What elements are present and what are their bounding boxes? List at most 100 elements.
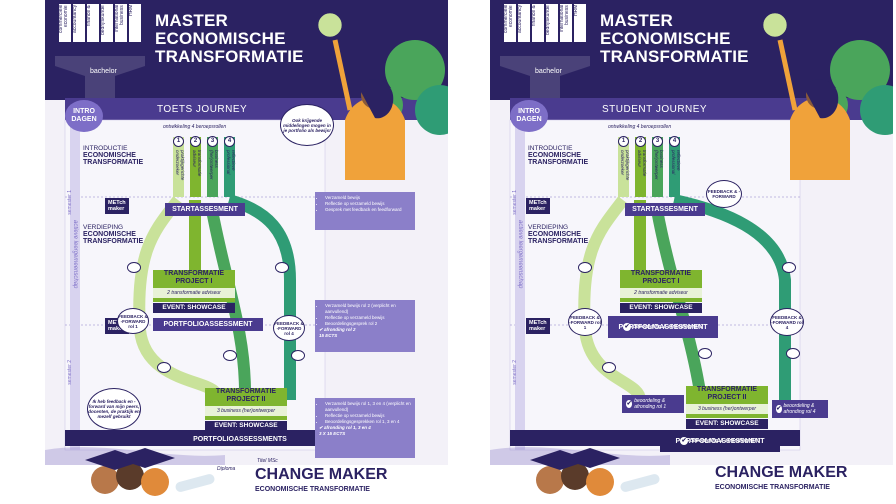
diploma-label: Diploma [217, 466, 236, 472]
development-label: ontwikkeling 4 beroepsrollen [163, 124, 227, 130]
role-2-number: 2 [190, 136, 201, 147]
bachelor-tab-4: bedrijfskunde [545, 4, 558, 42]
chat-icon-5 [786, 348, 800, 359]
portfolioassessment-2-bar: PORTFOLIOASSESSMENT ✔beoordeling & afron… [660, 430, 780, 452]
portfolio-1-ects: 15 ECTS [319, 333, 338, 338]
chat-icon-3 [157, 362, 171, 373]
feedback-rol4-bubble: FEEDBACK & -FORWARD rol 4 [770, 308, 804, 336]
feedback-speech-bubble: Ik heb feedback en -forward van mijn pee… [87, 388, 141, 430]
bachelor-tab-1: commerciële economie [58, 4, 71, 42]
bachelor-label: bachelor [535, 68, 562, 75]
page-title: MASTER ECONOMISCHE TRANSFORMATIE [600, 11, 749, 66]
portfolio-speech-bubble: Ook krijgende middelingen mogen in je po… [280, 104, 334, 146]
portfolio-2-notes: Verzameld bewijs rol 1, 3 en 4 (verplich… [315, 398, 415, 458]
chat-icon-4 [223, 350, 237, 361]
titel-msc-label: Titel MSc [257, 458, 278, 464]
portfolio-2-ects: 3 X 15 ECTS [319, 431, 346, 436]
semester-1-label: semester 1 [512, 190, 518, 215]
phase-introductie: INTRODUCTIE ECONOMISCHE TRANSFORMATIE [528, 145, 589, 166]
portfolio-1-notes: Verzameld bewijs rol 2 (verplicht en aan… [315, 300, 415, 352]
intro-dagen-badge: INTRO DAGEN [510, 100, 548, 132]
role-4-number: 4 [669, 136, 680, 147]
portfolioassessment-1-bar: PORTFOLIOASSESSMENT [153, 318, 263, 331]
showcase-1-bar: EVENT: SHOWCASE [620, 303, 702, 313]
development-label: ontwikkeling 4 beroepsrollen [608, 124, 672, 130]
semester-2-label: semester 2 [67, 360, 73, 385]
role-4-label: reflectieve professional [226, 150, 236, 175]
role-4-number: 4 [224, 136, 235, 147]
bachelor-tab-3: finance & [86, 4, 99, 42]
chat-icon-1 [578, 262, 592, 273]
portfolio-1-check: ✔beoordeling & afronding rol 2 [623, 323, 703, 331]
change-maker-title: CHANGE MAKER [715, 464, 848, 481]
active-learning-label: actieve leergemeenschap [72, 220, 78, 289]
startassesment-bar: STARTASSESMENT [165, 203, 245, 216]
project-2-card: TRANSFORMATIE PROJECT II 3 business (her… [686, 386, 768, 418]
bachelor-tab-5: international business [559, 4, 572, 42]
change-maker-subtitle: ECONOMISCHE TRANSFORMATIE [715, 484, 830, 491]
phase-introductie: INTRODUCTIE ECONOMISCHE TRANSFORMATIE [83, 145, 144, 166]
project-1-card: TRANSFORMATIE PROJECT I 2 transformatie … [620, 270, 702, 302]
check-rol4-box: ✔beoordeling & afronding rol 4 [772, 400, 828, 418]
bachelor-tab-2: accountancy [517, 4, 530, 42]
showcase-2-bar: EVENT: SHOWCASE [686, 419, 768, 429]
project-1-card: TRANSFORMATIE PROJECT I 2 transformatie … [153, 270, 235, 302]
portfolioassessments-2-bar: PORTFOLIOASSESSMENTS [165, 433, 315, 446]
chat-icon-3 [602, 362, 616, 373]
bachelor-tab-6: HRM [128, 4, 141, 42]
role-1-label: praktijkgerichte onderzoeker [175, 150, 185, 181]
chat-icon-5 [291, 350, 305, 361]
portfolio-2-check: ✔beoordeling & afronding rol 3 [680, 437, 760, 445]
journey-title: STUDENT JOURNEY [602, 104, 708, 115]
feedback-top-bubble: FEEDBACK & -FORWARD [706, 180, 742, 208]
startassesment-bar: STARTASSESMENT [625, 203, 705, 216]
startassesment-notes: Verzameld bewijs Reflectie op verzameld … [315, 192, 415, 230]
role-4-label: reflectieve professional [671, 150, 681, 175]
bachelor-tab-3: finance & [531, 4, 544, 42]
bachelor-tab-5: international business [114, 4, 127, 42]
role-2-number: 2 [635, 136, 646, 147]
feedback-rol1-bubble: FEEDBACK & -FORWARD rol 1 [568, 308, 602, 336]
feedback-rol4-bubble: FEEDBACK & -FORWARD rol 4 [273, 315, 305, 341]
showcase-2-bar: EVENT: SHOWCASE [205, 421, 287, 431]
role-2-label: transformatie adviseur [637, 150, 647, 177]
role-2-label: transformatie adviseur [192, 150, 202, 177]
page-title: MASTER ECONOMISCHE TRANSFORMATIE [155, 11, 304, 66]
role-1-number: 1 [173, 136, 184, 147]
bachelor-tab-1: commerciële economie [503, 4, 516, 42]
semester-1-label: semester 1 [67, 190, 73, 215]
toets-journey-poster: commerciële economie accountancy finance… [45, 0, 448, 504]
bachelor-tab-6: HRM [573, 4, 586, 42]
feedback-rol1-bubble: FEEDBACK & -FORWARD rol 1 [117, 308, 149, 334]
bachelor-tab-2: accountancy [72, 4, 85, 42]
role-1-label: praktijkgerichte onderzoeker [620, 150, 630, 181]
bachelor-label: bachelor [90, 68, 117, 75]
phase-verdieping: VERDIEPING ECONOMISCHE TRANSFORMATIE [83, 224, 144, 245]
role-3-number: 3 [652, 136, 663, 147]
bachelor-tab-4: bedrijfskunde [100, 4, 113, 42]
check-rol1-box: ✔beoordeling & afronding rol 1 [622, 395, 684, 413]
intro-dagen-badge: INTRO DAGEN [65, 100, 103, 132]
project-2-card: TRANSFORMATIE PROJECT II 3 business (her… [205, 388, 287, 420]
chat-icon-1 [127, 262, 141, 273]
chat-icon-2 [275, 262, 289, 273]
chat-icon-2 [782, 262, 796, 273]
student-journey-poster: commerciële economie accountancy finance… [490, 0, 893, 504]
portfolioassessment-1-bar: PORTFOLIOASSESSMENT ✔beoordeling & afron… [608, 316, 718, 338]
change-maker-title: CHANGE MAKER [255, 466, 388, 483]
semester-2-label: semester 2 [512, 360, 518, 385]
showcase-1-bar: EVENT: SHOWCASE [153, 303, 235, 313]
portfolio-2-check: ✔ afronding rol 1, 3 en 4 [319, 425, 371, 430]
portfolio-1-check: ✔ afronding rol 2 [319, 327, 356, 332]
active-learning-label: actieve leergemeenschap [517, 220, 523, 289]
journey-title: TOETS JOURNEY [157, 104, 248, 115]
role-1-number: 1 [618, 136, 629, 147]
chat-icon-4 [698, 348, 712, 359]
role-3-number: 3 [207, 136, 218, 147]
role-3-label: business (her)ontwerper [654, 150, 664, 180]
role-3-label: business (her)ontwerper [209, 150, 219, 180]
change-maker-subtitle: ECONOMISCHE TRANSFORMATIE [255, 486, 370, 493]
